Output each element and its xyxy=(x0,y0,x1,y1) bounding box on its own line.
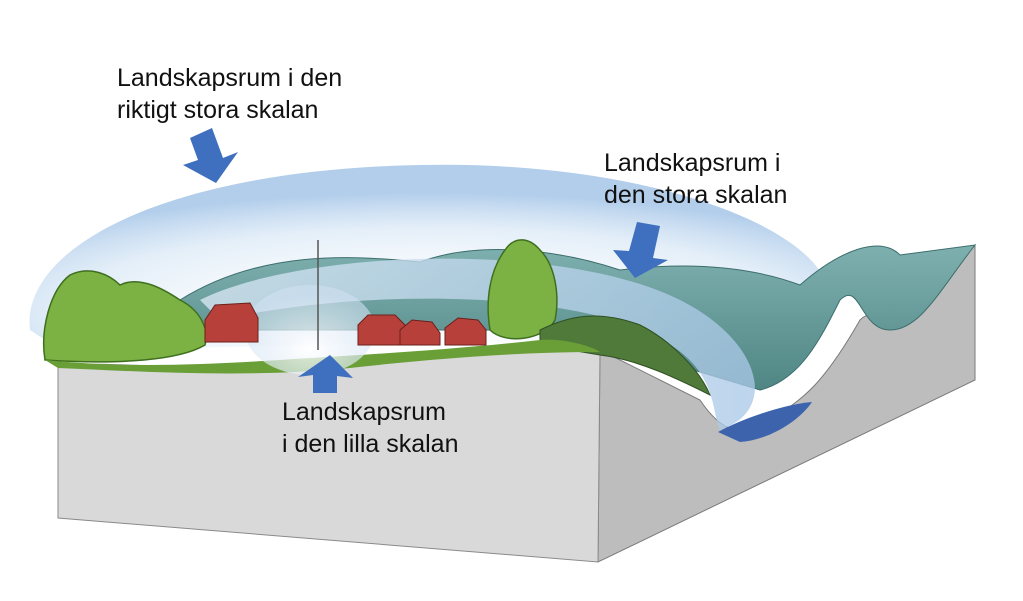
farm-houses xyxy=(204,302,487,346)
arrow-very-large-scale xyxy=(183,128,238,183)
label-small-scale: Landskapsrum i den lilla skalan xyxy=(282,396,459,460)
label-small-scale-line1: Landskapsrum xyxy=(282,398,446,426)
label-large-scale: Landskapsrum i den stora skalan xyxy=(604,147,787,211)
label-very-large-scale-line1: Landskapsrum i den xyxy=(117,64,343,92)
label-large-scale-line1: Landskapsrum i xyxy=(604,149,781,177)
arrow-large-scale xyxy=(613,222,668,278)
small-scale-dome xyxy=(245,285,375,375)
label-very-large-scale: Landskapsrum i den riktigt stora skalan xyxy=(117,62,342,126)
valley-water xyxy=(718,402,812,442)
label-large-scale-line2: den stora skalan xyxy=(604,181,788,209)
arrow-small-scale xyxy=(298,355,353,393)
label-very-large-scale-line2: riktigt stora skalan xyxy=(117,96,319,124)
left-trees xyxy=(43,270,207,363)
center-tree xyxy=(487,239,558,340)
ground-vegetation xyxy=(45,339,600,374)
label-small-scale-line2: i den lilla skalan xyxy=(282,430,459,458)
right-hedge xyxy=(539,315,711,397)
